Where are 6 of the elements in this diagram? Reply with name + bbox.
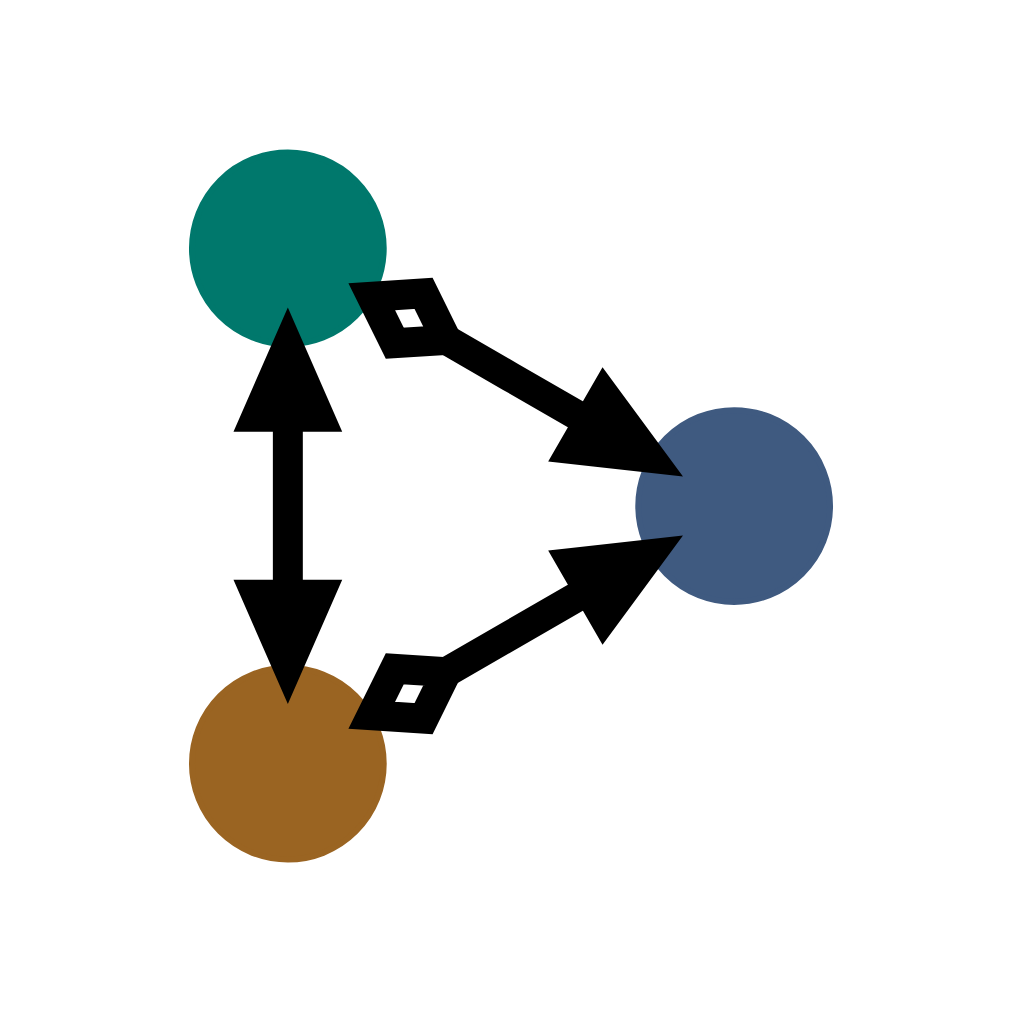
node-circle [634,406,833,604]
arrow [232,306,342,704]
node-circle [187,148,386,347]
arrow [347,534,682,734]
node-circle [187,663,386,862]
arrow [347,276,682,476]
